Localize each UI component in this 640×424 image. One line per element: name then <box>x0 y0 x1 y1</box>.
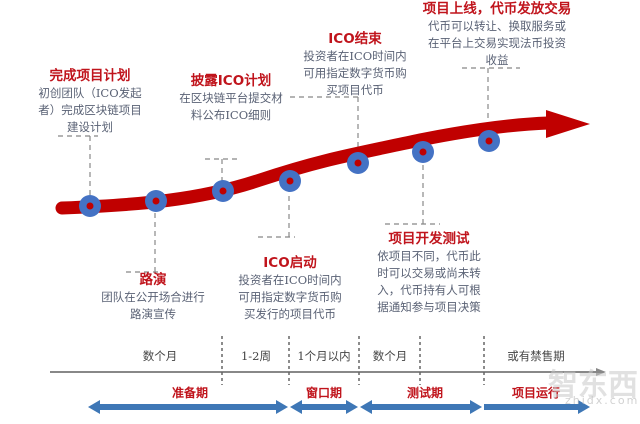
milestone-launch: 项目上线，代币发放交易 代币可以转让、换取服务或 在平台上交易实现法币投资 收益 <box>422 1 572 67</box>
phase-label: 窗口期 <box>305 386 342 400</box>
phase-label: 项目运行 <box>511 386 560 400</box>
milestone-dev-test: 项目开发测试 依项目不同，代币此 时可以交易或尚未转 入，代币持有人可根 据通知… <box>377 231 481 314</box>
watermark-url: zhidx.com <box>565 394 640 407</box>
milestone-ico-end: ICO结束 投资者在ICO时间内 可用指定数字货币购 买项目代币 <box>303 31 407 97</box>
duration-label: 1-2周 <box>240 349 272 363</box>
milestone-disclose: 披露ICO计划 在区块链平台提交材 料公布ICO细则 <box>179 73 283 122</box>
duration-label: 1个月以内 <box>297 349 351 363</box>
watermark-logo: 智东西 <box>548 368 638 403</box>
duration-label: 数个月 <box>372 349 408 363</box>
duration-label: 或有禁售期 <box>507 349 565 363</box>
milestone-roadshow: 路演 团队在公开场合进行 路演宣传 <box>101 272 205 321</box>
phase-label: 准备期 <box>171 386 208 400</box>
milestone-ico-start: ICO启动 投资者在ICO时间内 可用指定数字货币购 买发行的项目代币 <box>238 255 342 321</box>
duration-label: 数个月 <box>142 349 178 363</box>
milestone-title: 完成项目计划 <box>49 68 131 84</box>
milestone-plan: 完成项目计划 初创团队（ICO发起 者）完成区块链项目 建设计划 <box>20 67 160 136</box>
phase-label: 测试期 <box>406 386 443 400</box>
